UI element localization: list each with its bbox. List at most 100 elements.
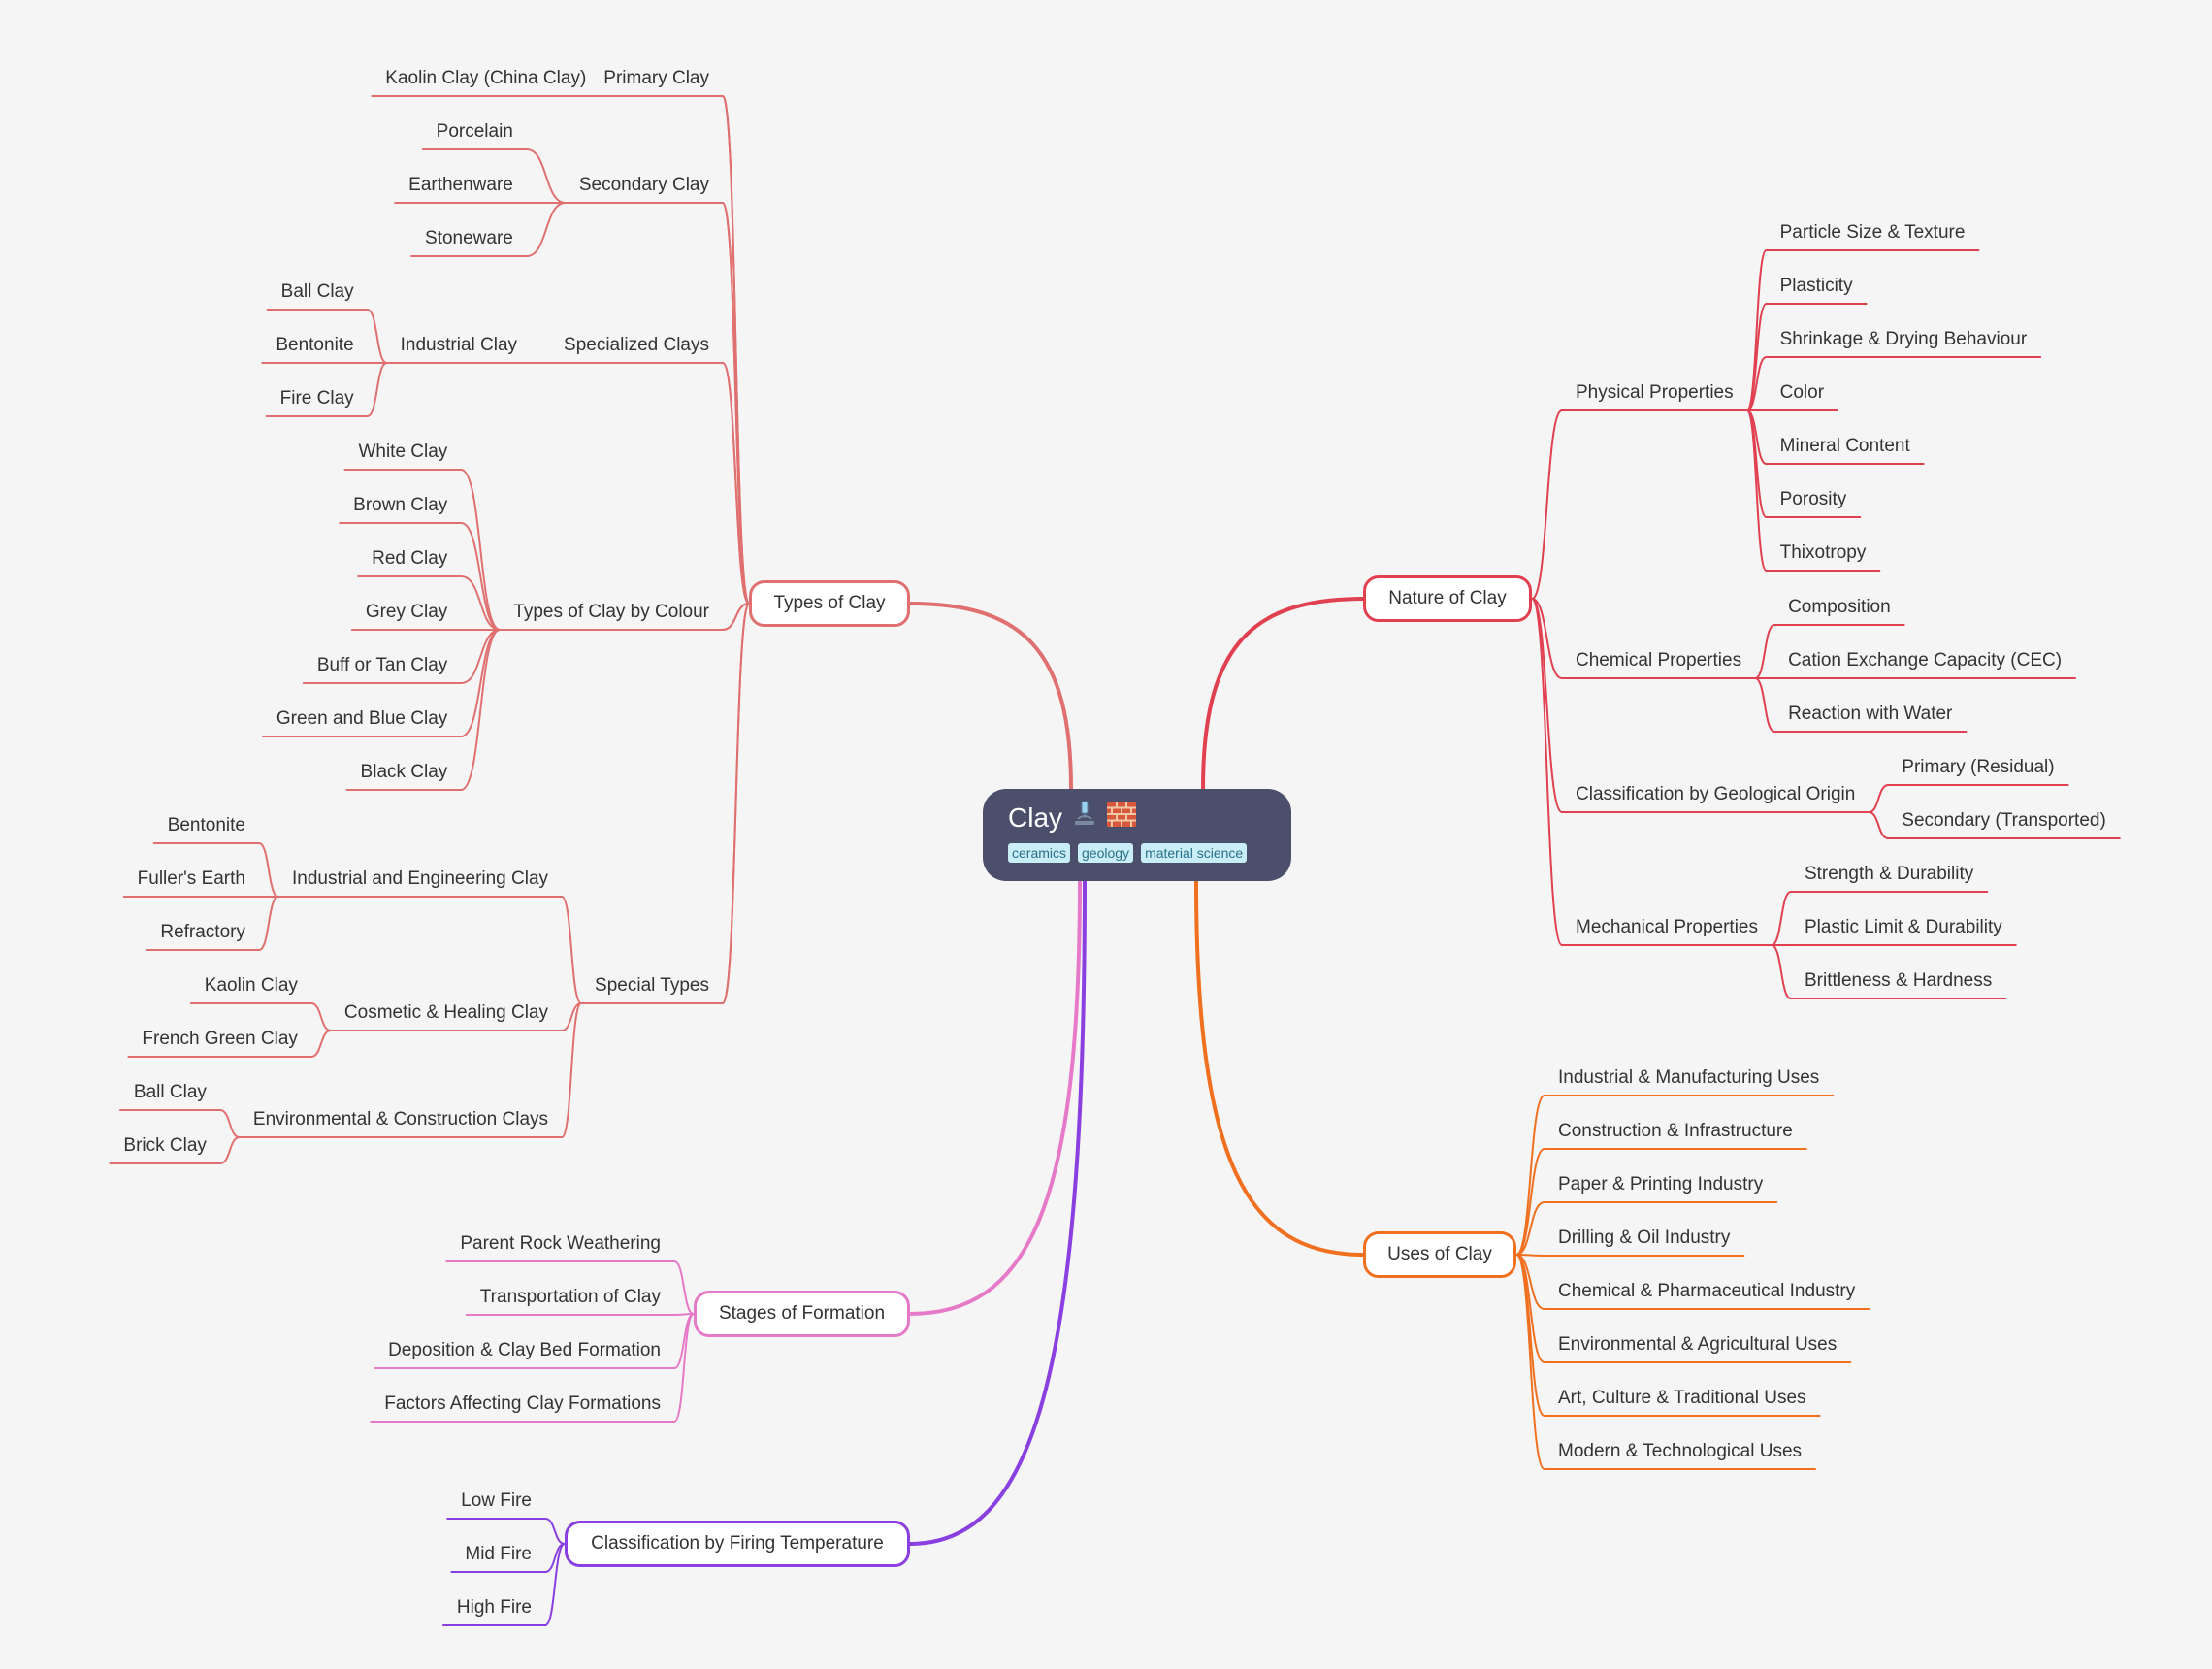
node-french-green-clay[interactable]: French Green Clay — [142, 1029, 298, 1049]
node-industrial-and-engineering-clay[interactable]: Industrial and Engineering Clay — [291, 868, 549, 889]
root-tags: ceramics geology material science — [1008, 843, 1266, 863]
node-particle-size-texture[interactable]: Particle Size & Texture — [1779, 222, 1966, 243]
node-industrial-clay[interactable]: Industrial Clay — [400, 335, 518, 355]
link-factors-affecting-clay-formations — [673, 1313, 695, 1423]
branch-stages-of-formation[interactable]: Stages of Formation — [694, 1291, 910, 1337]
link-brittleness-hardness — [1770, 944, 1792, 999]
node-earthenware[interactable]: Earthenware — [408, 175, 513, 195]
microscope-icon — [1072, 799, 1097, 837]
node-red-clay[interactable]: Red Clay — [372, 548, 448, 569]
node-plasticity[interactable]: Plasticity — [1779, 276, 1853, 296]
node-cosmetic-healing-clay[interactable]: Cosmetic & Healing Clay — [343, 1002, 549, 1023]
link-red-clay-2 — [460, 575, 502, 631]
node-drilling-oil-industry[interactable]: Drilling & Oil Industry — [1558, 1227, 1731, 1248]
node-kaolin-clay-china-clay[interactable]: Kaolin Clay (China Clay) — [385, 68, 587, 88]
node-strength-durability[interactable]: Strength & Durability — [1804, 864, 1974, 884]
tag-geology[interactable]: geology — [1078, 843, 1134, 863]
link-secondary-transported — [1868, 811, 1890, 839]
node-refractory[interactable]: Refractory — [160, 922, 245, 942]
link-ball-clay-0 — [366, 309, 388, 364]
node-ball-clay[interactable]: Ball Clay — [133, 1082, 207, 1102]
node-transportation-of-clay[interactable]: Transportation of Clay — [479, 1287, 661, 1307]
link-high-fire — [544, 1543, 566, 1626]
node-chemical-properties[interactable]: Chemical Properties — [1576, 650, 1742, 671]
node-low-fire[interactable]: Low Fire — [461, 1490, 532, 1511]
root-node[interactable]: Clay — [983, 789, 1291, 881]
node-plastic-limit-durability[interactable]: Plastic Limit & Durability — [1804, 917, 2002, 937]
node-kaolin-clay[interactable]: Kaolin Clay — [204, 975, 298, 996]
link-porcelain-0 — [525, 148, 567, 204]
brick-wall-icon — [1107, 799, 1137, 837]
link-modern-technological-uses — [1515, 1254, 1545, 1470]
branch-types-of-clay[interactable]: Types of Clay — [749, 580, 910, 627]
node-primary-clay[interactable]: Primary Clay — [603, 68, 709, 88]
node-deposition-clay-bed-formation[interactable]: Deposition & Clay Bed Formation — [388, 1340, 661, 1360]
node-brittleness-hardness[interactable]: Brittleness & Hardness — [1804, 970, 1993, 991]
node-shrinkage-drying-behaviour[interactable]: Shrinkage & Drying Behaviour — [1779, 329, 2028, 349]
node-white-clay[interactable]: White Clay — [358, 442, 448, 462]
link-environmental-construction-clays — [561, 1002, 583, 1138]
node-thixotropy[interactable]: Thixotropy — [1779, 542, 1867, 563]
node-reaction-with-water[interactable]: Reaction with Water — [1788, 704, 1953, 724]
node-composition[interactable]: Composition — [1788, 597, 1891, 617]
node-art-culture-traditional-uses[interactable]: Art, Culture & Traditional Uses — [1558, 1388, 1806, 1408]
node-chemical-pharmaceutical-industry[interactable]: Chemical & Pharmaceutical Industry — [1558, 1281, 1856, 1301]
tag-material-science[interactable]: material science — [1141, 843, 1248, 863]
node-high-fire[interactable]: High Fire — [456, 1597, 532, 1618]
node-ball-clay[interactable]: Ball Clay — [280, 281, 354, 302]
link-industrial-and-engineering-clay — [561, 896, 583, 1004]
node-brown-clay[interactable]: Brown Clay — [353, 495, 448, 515]
link-strength-durability — [1770, 891, 1792, 946]
node-physical-properties[interactable]: Physical Properties — [1576, 382, 1734, 403]
node-classification-by-geological-origin[interactable]: Classification by Geological Origin — [1576, 784, 1856, 804]
node-fire-clay[interactable]: Fire Clay — [279, 388, 354, 409]
node-secondary-clay[interactable]: Secondary Clay — [578, 175, 709, 195]
node-porcelain[interactable]: Porcelain — [436, 121, 513, 142]
node-porosity[interactable]: Porosity — [1779, 489, 1847, 509]
node-mineral-content[interactable]: Mineral Content — [1779, 436, 1910, 456]
branch-classification-by-firing-temperature[interactable]: Classification by Firing Temperature — [565, 1521, 910, 1567]
branch-uses-of-clay[interactable]: Uses of Clay — [1363, 1231, 1516, 1278]
node-paper-printing-industry[interactable]: Paper & Printing Industry — [1558, 1174, 1764, 1194]
tag-ceramics[interactable]: ceramics — [1008, 843, 1071, 863]
node-special-types[interactable]: Special Types — [595, 975, 709, 996]
node-modern-technological-uses[interactable]: Modern & Technological Uses — [1558, 1441, 1803, 1461]
link-shrinkage-drying-behaviour — [1745, 356, 1768, 411]
link-brick-clay-1 — [218, 1136, 241, 1164]
node-primary-residual[interactable]: Primary (Residual) — [1902, 757, 2055, 777]
node-fuller-s-earth[interactable]: Fuller's Earth — [137, 868, 245, 889]
node-stoneware[interactable]: Stoneware — [425, 228, 513, 248]
node-construction-infrastructure[interactable]: Construction & Infrastructure — [1558, 1121, 1793, 1141]
node-mechanical-properties[interactable]: Mechanical Properties — [1576, 917, 1758, 937]
link-types-l1-0 — [722, 95, 750, 605]
link-physical-properties — [1531, 409, 1563, 600]
node-specialized-clays[interactable]: Specialized Clays — [564, 335, 709, 355]
node-environmental-construction-clays[interactable]: Environmental & Construction Clays — [252, 1109, 549, 1129]
node-black-clay[interactable]: Black Clay — [360, 762, 448, 782]
branch-nature-of-clay[interactable]: Nature of Clay — [1363, 575, 1532, 622]
node-factors-affecting-clay-formations[interactable]: Factors Affecting Clay Formations — [384, 1393, 661, 1414]
node-bentonite[interactable]: Bentonite — [276, 335, 354, 355]
node-parent-rock-weathering[interactable]: Parent Rock Weathering — [460, 1233, 661, 1254]
link-brown-clay-1 — [460, 522, 502, 631]
node-bentonite[interactable]: Bentonite — [167, 815, 245, 835]
link-types-l1-4 — [722, 603, 750, 1004]
node-mid-fire[interactable]: Mid Fire — [465, 1544, 532, 1564]
node-grey-clay[interactable]: Grey Clay — [365, 602, 448, 622]
node-secondary-transported[interactable]: Secondary (Transported) — [1902, 810, 2106, 831]
link-primary-residual — [1868, 784, 1890, 813]
node-buff-or-tan-clay[interactable]: Buff or Tan Clay — [316, 655, 448, 675]
link-black-clay-6 — [460, 629, 502, 791]
node-industrial-manufacturing-uses[interactable]: Industrial & Manufacturing Uses — [1558, 1067, 1820, 1088]
link-industrial-manufacturing-uses — [1515, 1095, 1545, 1256]
link-chemical-properties — [1531, 598, 1563, 679]
node-cation-exchange-capacity-cec[interactable]: Cation Exchange Capacity (CEC) — [1788, 650, 2063, 671]
node-green-and-blue-clay[interactable]: Green and Blue Clay — [276, 708, 448, 729]
link-fire-clay-2 — [366, 362, 388, 417]
link-root-stages — [908, 879, 1082, 1316]
node-color[interactable]: Color — [1779, 382, 1825, 403]
node-environmental-agricultural-uses[interactable]: Environmental & Agricultural Uses — [1558, 1334, 1838, 1355]
node-types-of-clay-by-colour[interactable]: Types of Clay by Colour — [513, 602, 709, 622]
node-brick-clay[interactable]: Brick Clay — [123, 1135, 207, 1156]
